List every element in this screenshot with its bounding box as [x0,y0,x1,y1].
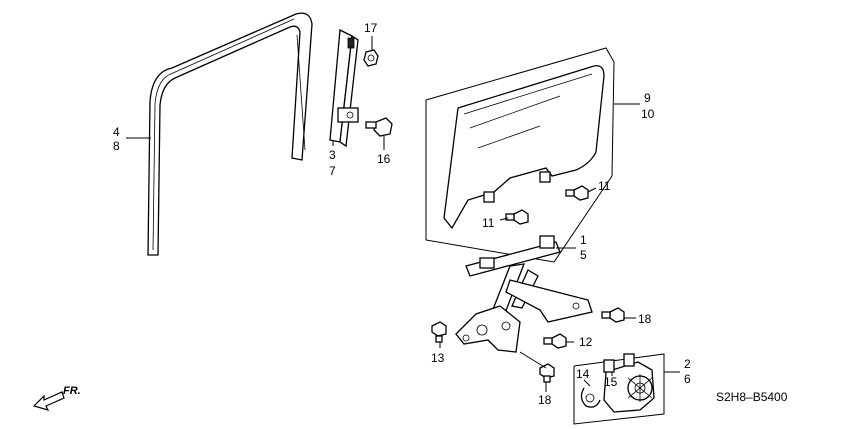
callout-13: 13 [431,351,445,365]
bolt-18-upper [601,307,625,323]
bolt-11-upper [565,185,589,201]
callout-5: 5 [580,248,587,262]
front-direction-indicator: FR. [32,385,81,411]
bolt-16 [365,117,393,137]
callout-15: 15 [604,375,618,389]
callout-6: 6 [684,372,691,386]
callout-2: 2 [684,357,691,371]
bolt-13 [431,321,447,343]
callout-11-lower: 11 [482,216,495,230]
callout-12: 12 [579,335,593,349]
callout-7: 7 [329,164,336,178]
callout-4: 4 [113,125,120,139]
door-glass [443,65,605,230]
callout-10: 10 [641,107,655,121]
callout-14: 14 [576,367,590,381]
door-glass-frame [425,47,615,263]
callouts: 4 8 3 7 17 16 9 10 11 11 1 5 18 13 12 18… [113,21,691,407]
bolt-17 [363,49,379,67]
callout-3: 3 [329,148,336,162]
leader-lines [126,36,680,392]
bolt-18-lower [539,363,555,383]
diagram-code: S2H8–B5400 [716,390,788,404]
division-channel [329,28,359,148]
callout-18-lower: 18 [538,393,552,407]
door-run-channel [147,12,313,256]
callout-11-upper: 11 [598,179,611,193]
window-regulator [455,235,593,353]
regulator-motor [580,353,655,413]
bolt-12 [543,333,567,349]
front-arrow-icon [32,391,65,411]
callout-17: 17 [364,21,378,35]
callout-18-upper: 18 [638,312,652,326]
bolt-11-lower [505,209,529,225]
front-label: FR. [63,385,81,397]
callout-16: 16 [377,152,391,166]
callout-8: 8 [113,139,120,153]
callout-1: 1 [580,233,587,247]
callout-9: 9 [644,91,651,105]
